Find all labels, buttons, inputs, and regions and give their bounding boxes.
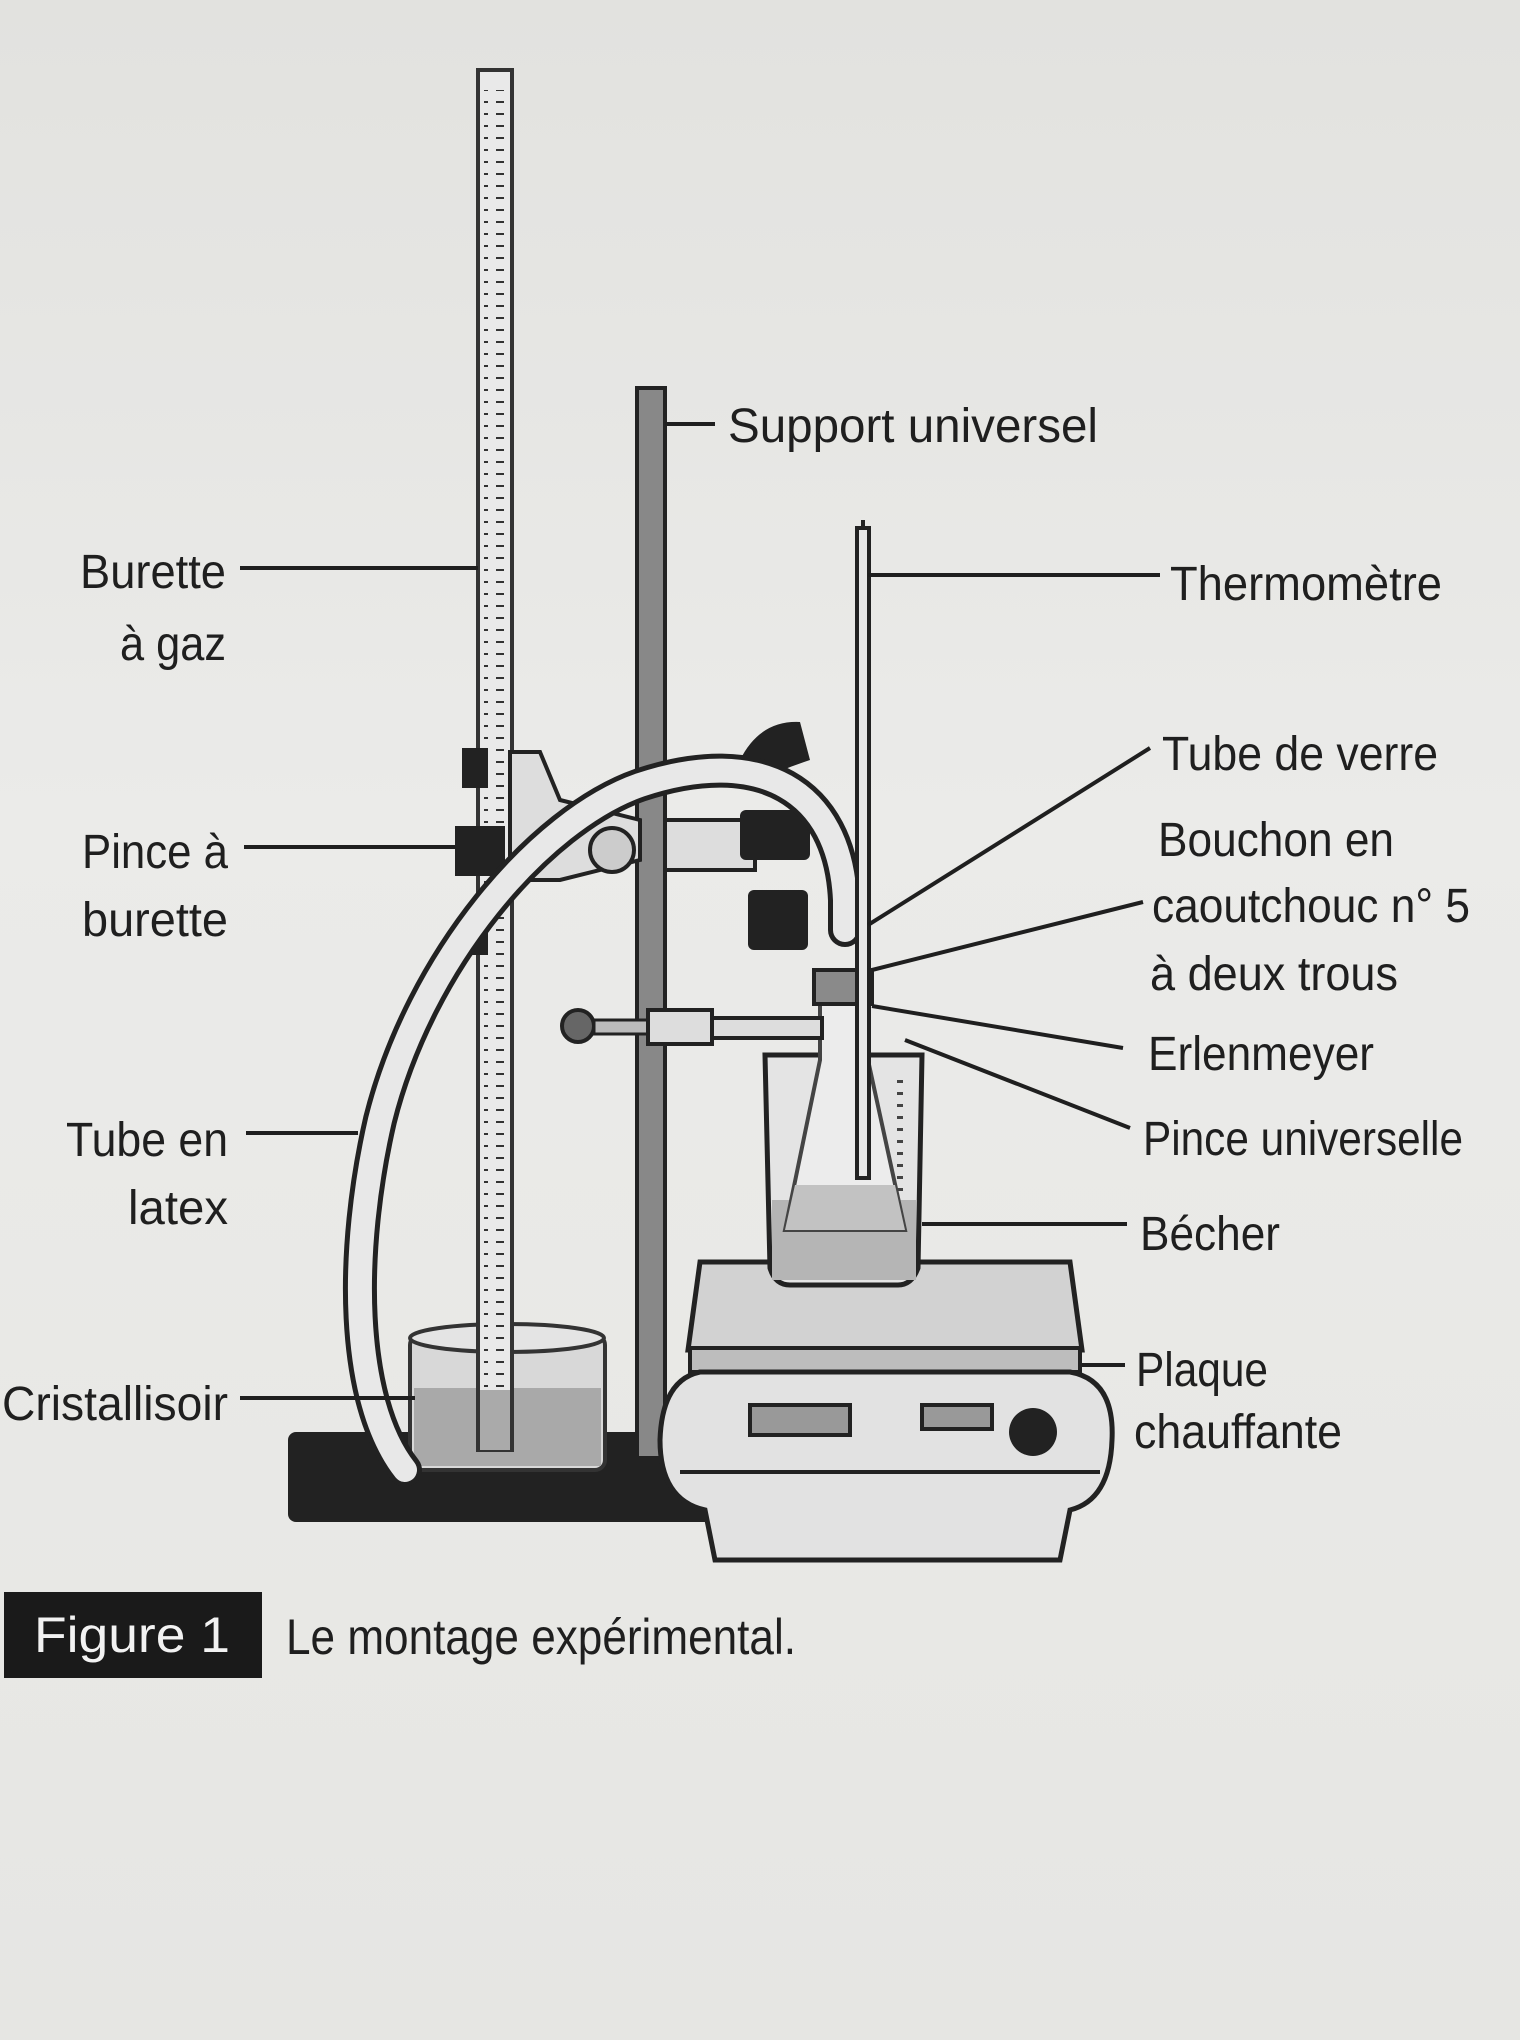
figure-caption-text: Le montage expérimental. [286, 1609, 796, 1665]
label-tube-latex-line1: Tube en [66, 1114, 228, 1167]
label-plaque-line1: Plaque [1136, 1344, 1268, 1397]
label-bouchon-line1: Bouchon en [1158, 814, 1394, 867]
thermometre [855, 520, 871, 1180]
label-thermometre: Thermomètre [1170, 558, 1442, 611]
label-pince-burette-line1: Pince à [82, 826, 228, 879]
label-support-universel: Support universel [728, 400, 1098, 453]
label-erlenmeyer: Erlenmeyer [1148, 1028, 1374, 1081]
label-tube-verre: Tube de verre [1162, 728, 1438, 781]
leader-lines [240, 422, 1160, 1400]
label-pince-universelle: Pince universelle [1143, 1113, 1463, 1166]
support-rod [635, 386, 667, 1460]
label-pince-burette-line2: burette [82, 894, 228, 947]
figure-badge [4, 1592, 262, 1678]
figure-badge-text: Figure 1 [34, 1607, 230, 1663]
label-tube-latex-line2: latex [128, 1182, 228, 1235]
label-burette-line2: à gaz [120, 618, 226, 671]
label-cristallisoir: Cristallisoir [2, 1378, 228, 1431]
label-plaque-line2: chauffante [1134, 1406, 1342, 1459]
label-bouchon-line3: à deux trous [1150, 948, 1398, 1001]
plaque-chauffante [657, 1259, 1115, 1563]
label-becher: Bécher [1140, 1208, 1280, 1261]
figure-caption: Figure 1 Le montage expérimental. [4, 1592, 796, 1678]
label-burette-line1: Burette [80, 546, 226, 599]
label-bouchon-line2: caoutchouc n° 5 [1152, 880, 1470, 933]
pince-universelle [560, 1008, 824, 1046]
